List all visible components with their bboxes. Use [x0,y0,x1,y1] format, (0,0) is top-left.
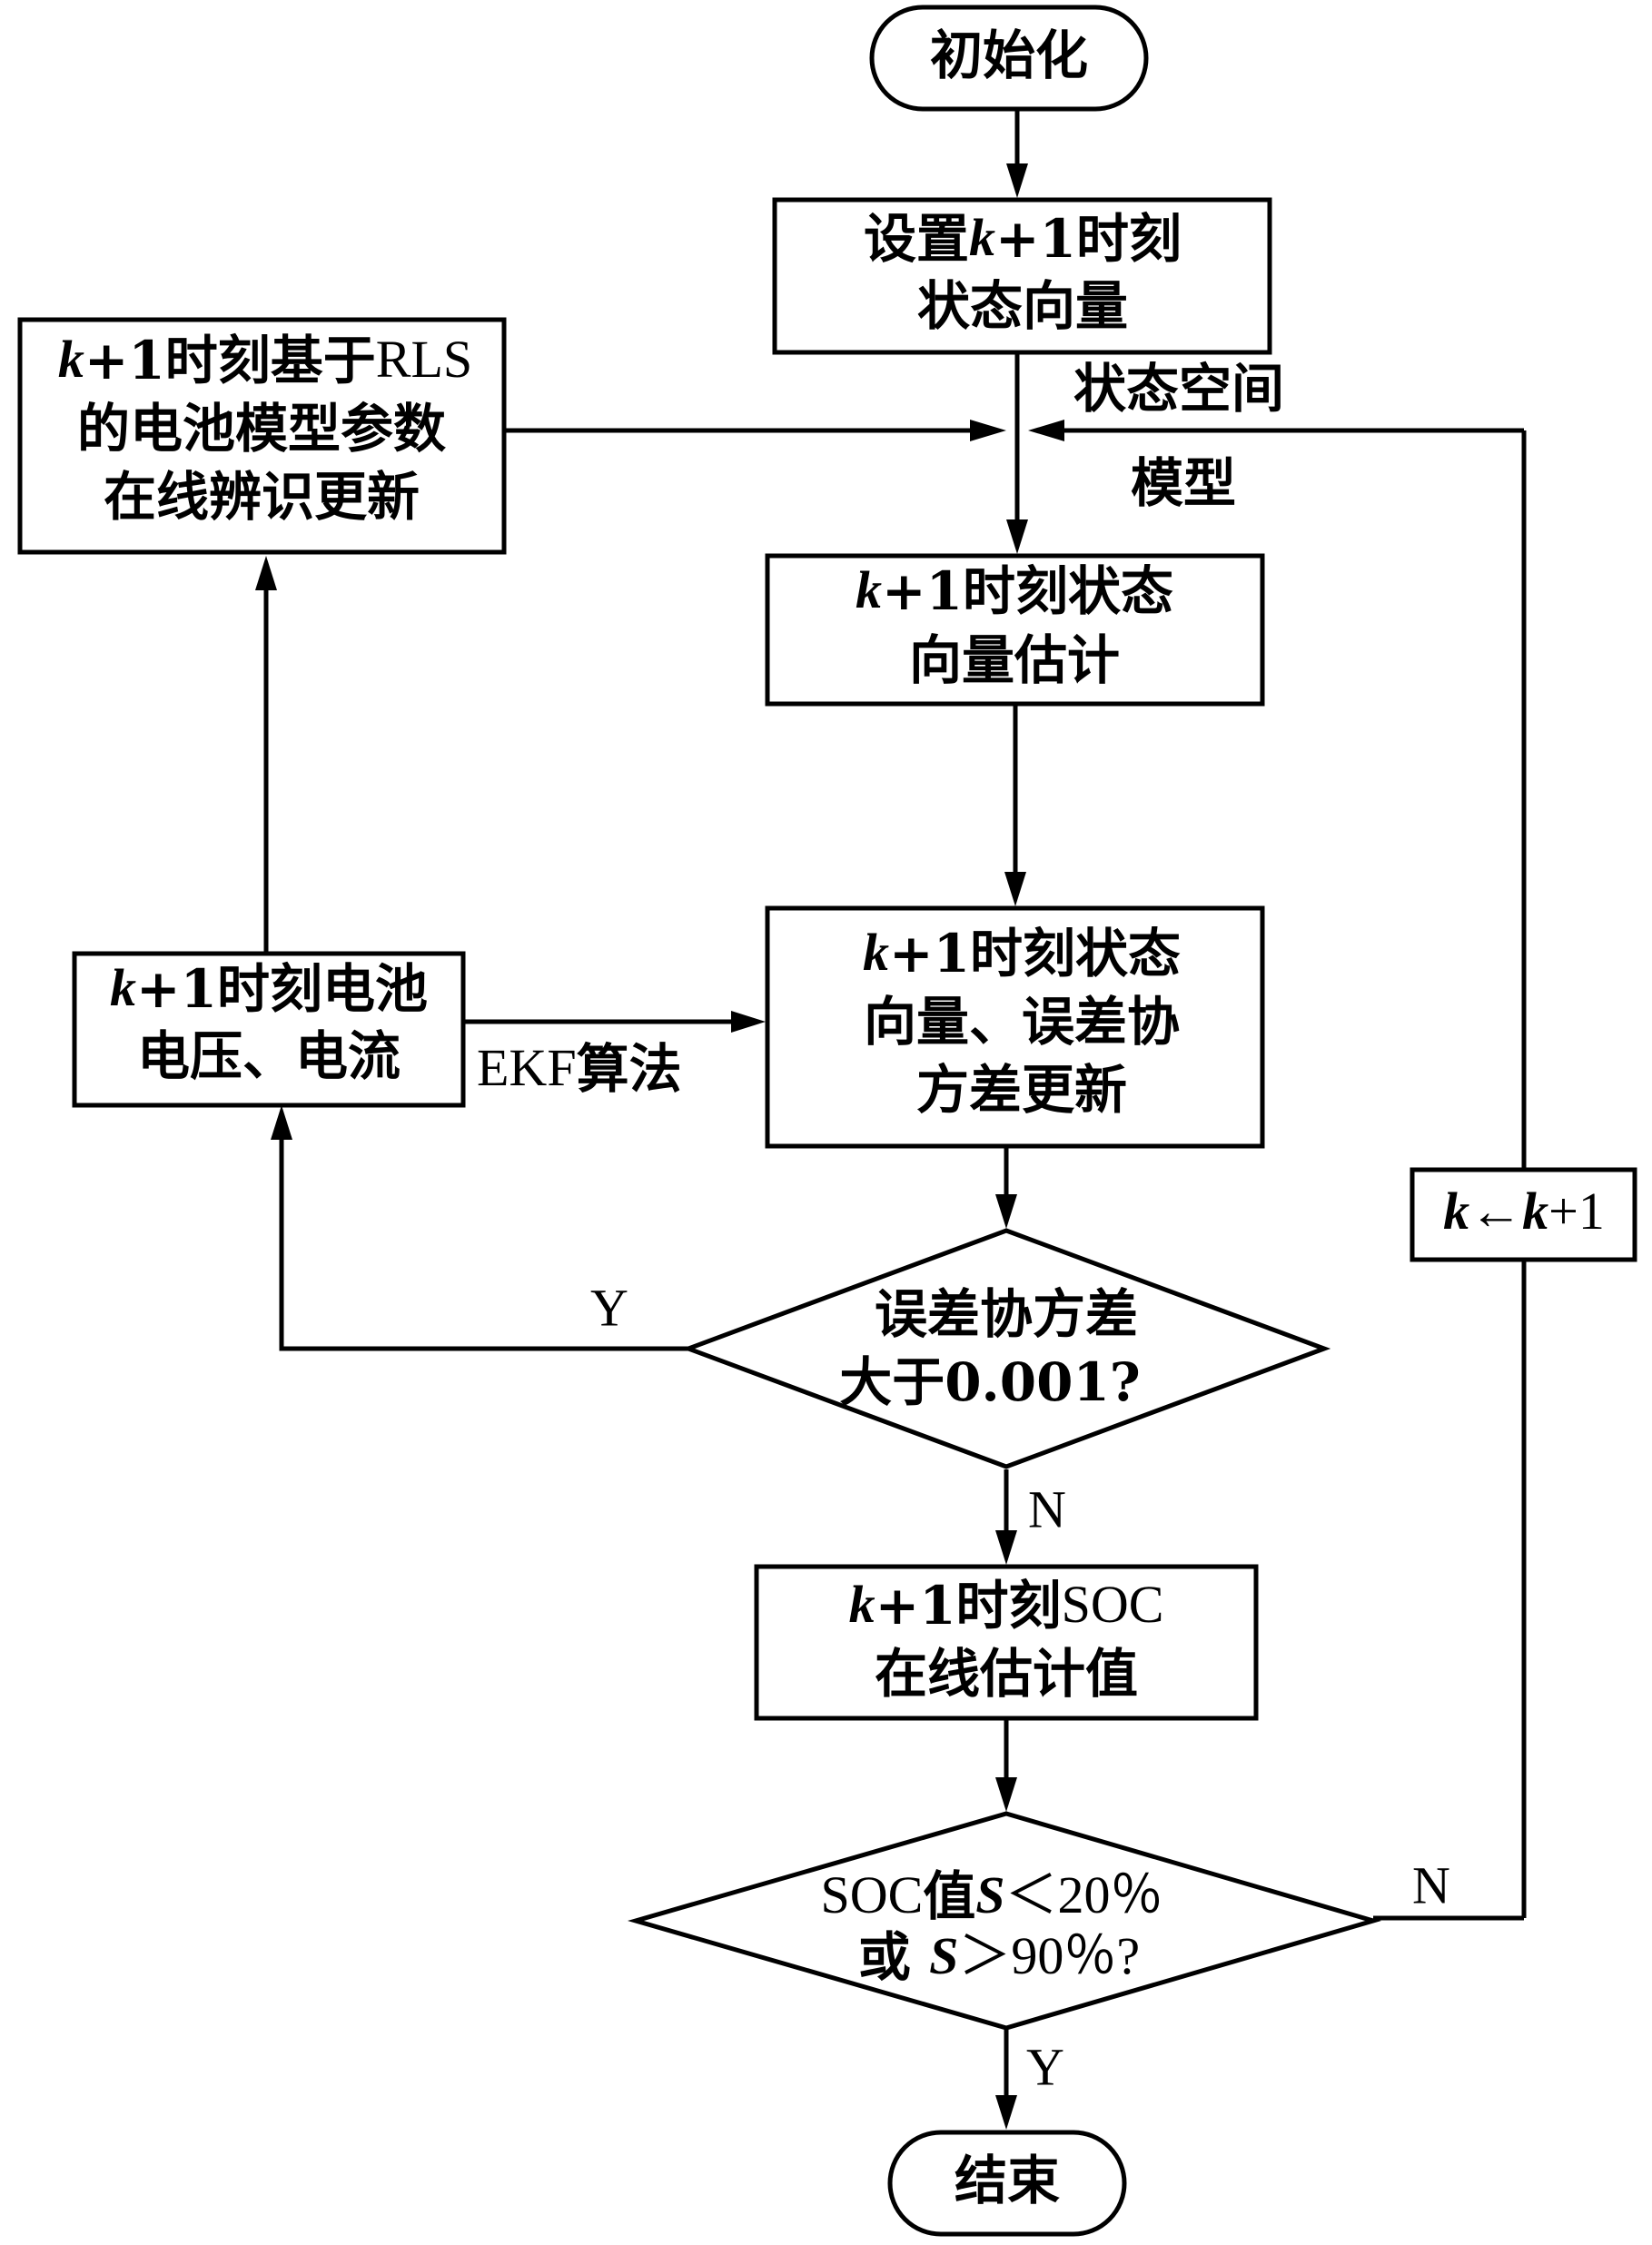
set-state-line2: 状态向量 [917,275,1128,337]
start-label: 初始化 [930,25,1088,86]
soc-check-line2: 或 S＞90％? [858,1926,1140,1988]
end-label: 结束 [955,2150,1060,2211]
arrowhead-icon [1004,872,1026,906]
cov-no-label: N [1028,1479,1066,1538]
soc-check-diamond [628,1811,1381,2031]
soc-no-label: N [1412,1855,1450,1914]
ekf-label: EKF算法 [477,1038,682,1100]
soc-yes-label: Y [1026,2037,1064,2096]
state-estimate-line2: 向量估计 [909,629,1120,691]
state-update-line2: 向量、误差协 [864,991,1180,1053]
cov-check-diamond [681,1228,1331,1469]
measure-line2: 电压、电流 [137,1025,401,1087]
edge-cov-yes-to-measure [279,1126,688,1351]
soc-estimate-line1: k+1时刻SOC [849,1575,1164,1637]
arrowhead-icon [970,420,1006,441]
measure-box [72,951,466,1108]
rls-update-line1: k+1时刻基于RLS [58,330,472,391]
arrowhead-icon [995,1194,1017,1229]
arrowhead-icon [995,1530,1017,1565]
cov-check-line1: 误差协方差 [875,1283,1138,1345]
arrowhead-icon [995,2095,1017,2130]
arrowhead-icon [255,556,277,590]
arrowhead-icon [1006,163,1028,198]
state-update-box [765,905,1265,1149]
k-increment-box [1410,1167,1637,1262]
arrowhead-icon [271,1105,292,1140]
arrowhead-icon [995,1777,1017,1812]
cov-yes-label: Y [590,1278,628,1337]
arrowhead-icon [731,1011,766,1033]
set-state-line1: 设置k+1时刻 [864,208,1182,270]
soc-check-line1: SOC值S＜20％ [820,1865,1162,1927]
state-estimate-box [765,553,1265,707]
arrowhead-icon [1028,420,1064,441]
start-terminal [869,5,1149,112]
rls-update-line2: 的电池模型参数 [77,398,446,460]
arrowhead-icon [1006,519,1028,554]
set-state-box [772,197,1272,355]
k-increment-text: k←k+1 [1443,1182,1605,1241]
rls-update-line3: 在线辨识更新 [104,466,420,528]
soc-estimate-line2: 在线估计值 [875,1643,1138,1705]
end-terminal [887,2130,1127,2237]
state-update-line3: 方差更新 [916,1059,1127,1121]
state-estimate-line1: k+1时刻状态 [856,560,1173,622]
measure-line1: k+1时刻电池 [110,958,428,1020]
state-space-label-line2: 模型 [1131,452,1236,514]
cov-check-line2: 大于0.001? [839,1351,1141,1413]
rls-update-box [17,317,507,555]
state-update-line1: k+1时刻状态 [863,923,1181,984]
state-space-label-line1: 状态空间 [1073,358,1284,420]
soc-estimate-box [754,1564,1259,1721]
